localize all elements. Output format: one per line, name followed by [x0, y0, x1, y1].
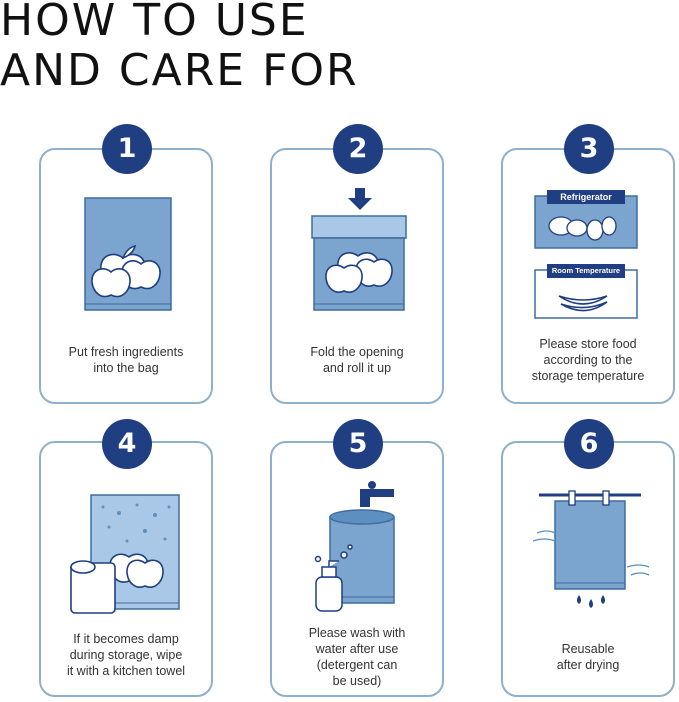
- step-4-card: If it becomes damp during storage, wipe …: [39, 441, 213, 697]
- step-2-card: Fold the opening and roll it up: [270, 148, 444, 404]
- title-line-2: AND CARE FOR: [0, 45, 359, 96]
- hanging-bag-icon: [532, 490, 650, 608]
- step-1-number-badge: 1: [102, 124, 152, 174]
- water-drops-icon: [577, 595, 605, 608]
- refrigerated-food-icon: [548, 216, 617, 241]
- step-2-number-badge: 2: [333, 124, 383, 174]
- soap-bottle-icon: [314, 544, 353, 612]
- banana-icon: [558, 295, 608, 312]
- step-6-number-badge: 6: [564, 419, 614, 469]
- step-6-caption: Reusable after drying: [556, 642, 620, 672]
- step-1-caption: Put fresh ingredients into the bag: [68, 345, 184, 375]
- refrigerator-label: Refrigerator: [560, 192, 612, 202]
- step-3-card: Refrigerator Room Temperature Please sto…: [501, 148, 675, 404]
- step-5-number-badge: 5: [333, 419, 383, 469]
- step-5-caption: Please wash with water after use (deterg…: [308, 626, 406, 688]
- faucet-wash-icon: [314, 481, 395, 612]
- kitchen-towel-icon: [70, 494, 180, 614]
- step-6-card: Reusable after drying: [501, 441, 675, 697]
- title-line-1: HOW TO USE: [0, 0, 309, 46]
- wind-icon: [532, 530, 650, 576]
- step-4-number-badge: 4: [102, 419, 152, 469]
- step-2-caption: Fold the opening and roll it up: [310, 345, 404, 375]
- fold-bag-icon: [311, 188, 407, 311]
- step-3-number-badge: 3: [564, 124, 614, 174]
- step-1-card: Put fresh ingredients into the bag: [39, 148, 213, 404]
- step-5-card: Please wash with water after use (deterg…: [270, 441, 444, 697]
- step-4-caption: If it becomes damp during storage, wipe …: [66, 632, 186, 678]
- room-temperature-label: Room Temperature: [551, 266, 621, 275]
- apple-bag-icon: [84, 197, 172, 311]
- step-3-caption: Please store food according to the stora…: [531, 337, 645, 383]
- page-title: HOW TO USE AND CARE FOR: [0, 0, 359, 96]
- storage-temperature-icon: [534, 190, 638, 319]
